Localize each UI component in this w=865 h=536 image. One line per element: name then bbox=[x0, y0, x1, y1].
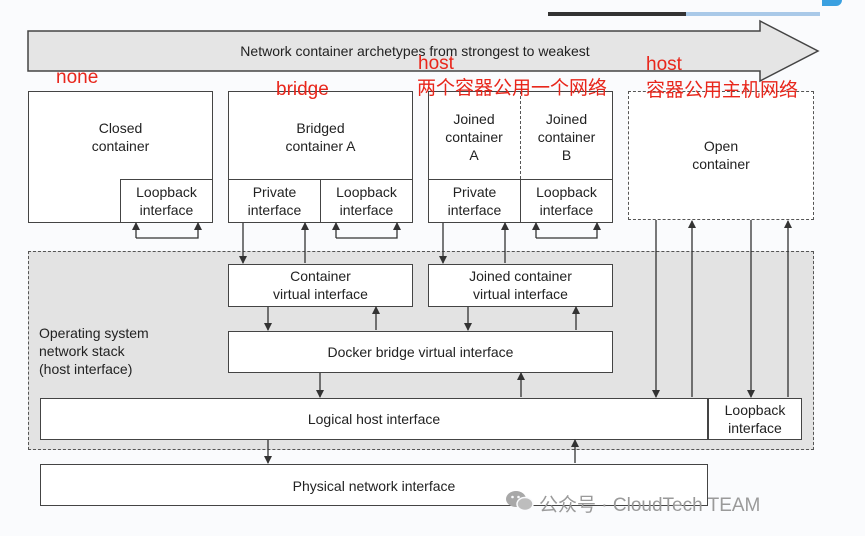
joined-virtual-label: Joined container virtual interface bbox=[469, 268, 572, 302]
joined-virtual-interface bbox=[428, 264, 613, 307]
label-host-joined: host bbox=[418, 53, 454, 74]
bridged-private-label: Private interface bbox=[247, 184, 302, 218]
top-dark-bar bbox=[548, 12, 686, 16]
joined-loopback-label: Loopback interface bbox=[536, 184, 597, 218]
closed-container-title: Closed container bbox=[91, 120, 150, 154]
joined-divider bbox=[520, 91, 521, 179]
container-virtual-label: Container virtual interface bbox=[273, 268, 368, 302]
label-host-open: host bbox=[646, 54, 682, 75]
label-host-joined-cn: 两个容器公用一个网络 bbox=[417, 78, 608, 99]
closed-loopback bbox=[120, 179, 213, 223]
closed-loopback-label: Loopback interface bbox=[136, 184, 197, 218]
top-blue-bar bbox=[686, 12, 820, 16]
host-loopback-label: Loopback interface bbox=[724, 402, 786, 436]
label-bridge: bridge bbox=[276, 79, 329, 100]
docker-bridge-label: Docker bridge virtual interface bbox=[327, 344, 514, 360]
label-host-open-cn: 容器公用主机网络 bbox=[646, 80, 799, 101]
open-container-title: Open container bbox=[692, 138, 750, 172]
arrow-text: Network container archetypes from strong… bbox=[240, 43, 590, 59]
os-stack-label: Operating system network stack (host int… bbox=[39, 325, 149, 377]
joined-private-label: Private interface bbox=[447, 184, 502, 218]
container-virtual-interface bbox=[228, 264, 413, 307]
logical-host-interface bbox=[40, 398, 708, 440]
docker-bridge-interface bbox=[228, 331, 613, 373]
label-none: none bbox=[56, 67, 99, 88]
bridged-loopback-label: Loopback interface bbox=[336, 184, 397, 218]
wechat-icon bbox=[506, 491, 534, 512]
host-loopback-interface bbox=[708, 398, 802, 440]
physical-network-interface bbox=[40, 464, 708, 506]
logical-host-label: Logical host interface bbox=[307, 411, 441, 427]
joined-loopback bbox=[520, 179, 613, 223]
top-blue-accent bbox=[822, 0, 842, 6]
bridged-loopback bbox=[320, 179, 413, 223]
bridged-private bbox=[228, 179, 321, 223]
joined-private bbox=[428, 179, 521, 223]
joined-container-b: Joined container B bbox=[537, 111, 596, 163]
joined-container-a: Joined container A bbox=[445, 111, 503, 163]
watermark: 公众号 · CloudTech TEAM bbox=[539, 495, 761, 516]
physical-network-label: Physical network interface bbox=[292, 478, 456, 494]
open-container bbox=[628, 91, 814, 220]
bridged-container-title: Bridged container A bbox=[285, 120, 356, 154]
